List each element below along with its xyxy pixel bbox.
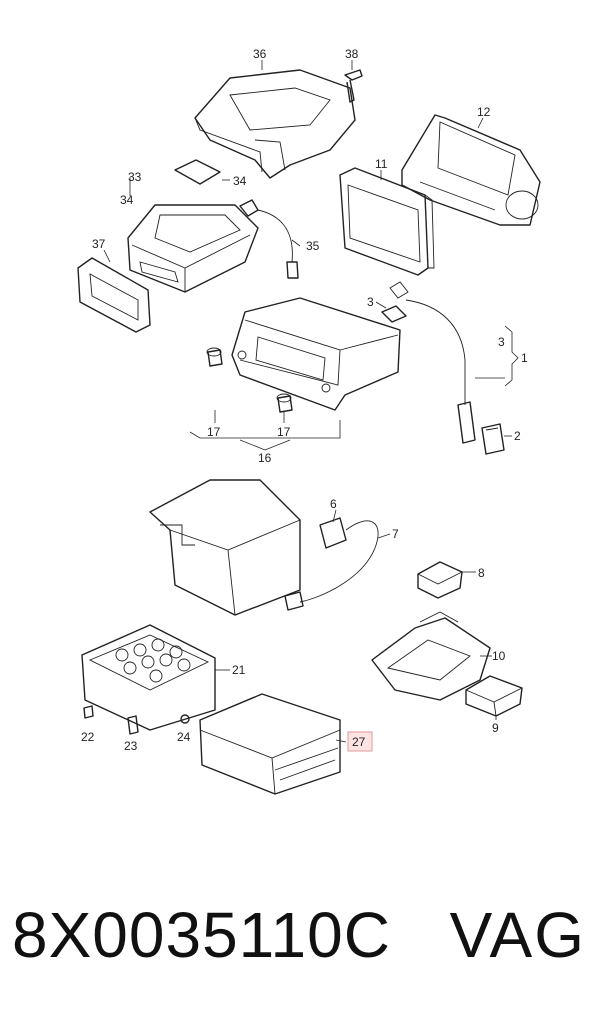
label-35: 35: [306, 239, 320, 253]
label-3-a: 3: [367, 295, 374, 309]
leader-lines: [103, 60, 512, 743]
brand-name: VAG: [449, 899, 586, 971]
part-27-unit: [199, 693, 341, 795]
part-38-bolt: [344, 69, 363, 103]
part-9-module: [465, 675, 523, 717]
part-11-display: [339, 167, 435, 276]
part-number: 8X0035110C: [12, 899, 391, 971]
label-1: 1: [521, 351, 528, 365]
part-35-cable: [239, 199, 299, 279]
label-36: 36: [253, 47, 267, 61]
part-10-tray: [371, 611, 491, 701]
label-37: 37: [92, 237, 106, 251]
label-10: 10: [492, 649, 506, 663]
part-6-7-harness: [284, 517, 379, 611]
label-34-a: 34: [233, 174, 247, 188]
label-11: 11: [375, 157, 388, 171]
label-38: 38: [345, 47, 359, 61]
bracket-16: [189, 420, 341, 451]
label-24: 24: [177, 730, 191, 744]
label-7: 7: [392, 527, 399, 541]
label-16: 16: [258, 451, 272, 465]
part-2-connector: [481, 423, 505, 455]
footer: 8X0035110C VAG: [0, 890, 600, 980]
part-16-radio: [231, 297, 401, 411]
label-12: 12: [477, 105, 491, 119]
part-36-bracket: [194, 69, 356, 179]
label-9: 9: [492, 721, 499, 735]
part-21-bracket: [81, 624, 216, 731]
label-3-b: 3: [498, 335, 505, 349]
label-17-b: 17: [277, 425, 291, 439]
part-17-knobs: [206, 347, 293, 413]
label-17-a: 17: [207, 425, 221, 439]
part-12-housing: [401, 114, 541, 226]
parts-22-23-24-fasteners: [83, 705, 190, 735]
part-33-reader: [127, 204, 259, 293]
label-22: 22: [81, 730, 95, 744]
label-21: 21: [232, 663, 246, 677]
part-37-frame: [77, 257, 151, 333]
carrier-box: [149, 479, 301, 616]
label-2: 2: [514, 429, 521, 443]
label-6: 6: [330, 497, 337, 511]
label-27: 27: [352, 735, 366, 749]
part-34-card: [174, 159, 221, 185]
highlight-box-27: [347, 731, 373, 752]
part-1-3-cable: [381, 281, 476, 444]
label-34-b: 34: [120, 193, 134, 207]
parts-diagram: 36 38 12 11 33 34 34 35 37 3 3 1 2 17 17…: [77, 47, 541, 795]
bracket-1-3: [475, 325, 519, 387]
label-8: 8: [478, 566, 485, 580]
label-33: 33: [128, 170, 142, 184]
part-8-module: [417, 561, 463, 599]
label-23: 23: [124, 739, 138, 753]
